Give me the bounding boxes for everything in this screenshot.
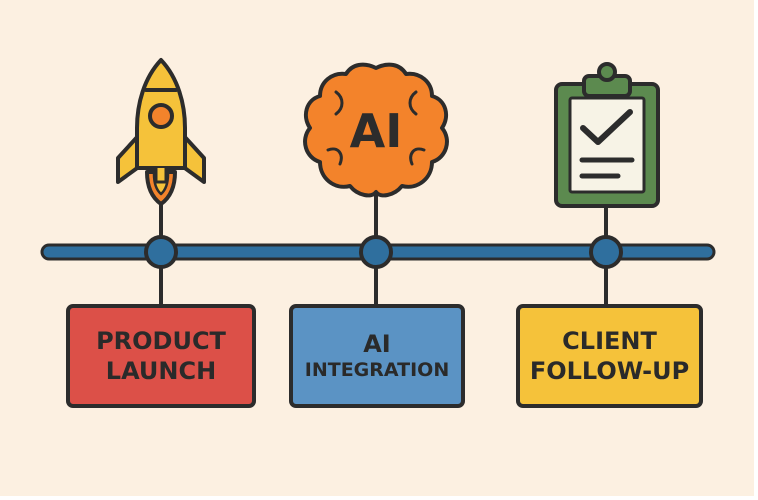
milestone-box-ai-integration: AI INTEGRATION: [289, 304, 465, 408]
milestone-box-client-follow-up: CLIENT FOLLOW-UP: [516, 304, 703, 408]
milestone-box-product-launch: PRODUCT LAUNCH: [66, 304, 256, 408]
milestone-label-line1: PRODUCT: [96, 327, 226, 355]
node-ai: [359, 235, 393, 269]
rocket-icon: [116, 58, 206, 206]
milestone-label-line2: LAUNCH: [105, 357, 217, 385]
milestone-label-line2: INTEGRATION: [304, 359, 450, 382]
brain-icon: AI: [303, 62, 449, 198]
milestone-label-line2: FOLLOW-UP: [529, 357, 690, 385]
clipboard-check-icon: [554, 62, 660, 208]
node-followup: [589, 235, 623, 269]
milestone-label-line1: AI: [363, 330, 391, 359]
milestone-label-line1: CLIENT: [562, 327, 657, 355]
node-launch: [144, 235, 178, 269]
brain-icon-label: AI: [350, 104, 403, 158]
